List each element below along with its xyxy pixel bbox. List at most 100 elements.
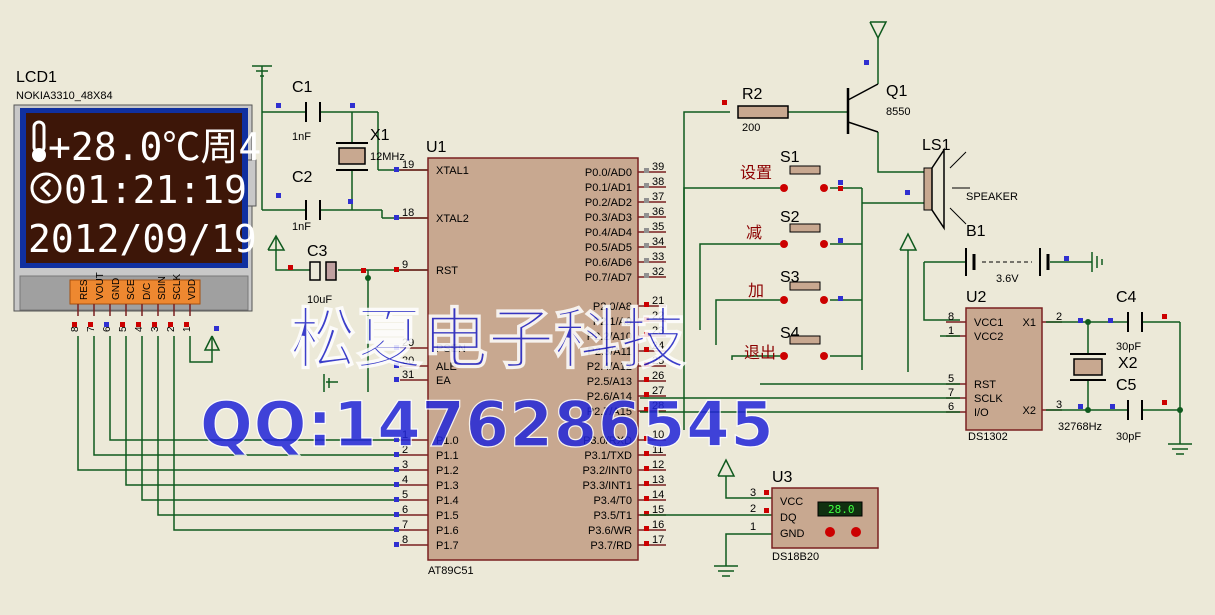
switch-s3[interactable]: 加 S3 [748, 269, 828, 304]
mcu-pin-number: 37 [652, 191, 664, 203]
capacitor-c5[interactable]: C5 30pF [1116, 377, 1143, 443]
sensor-body [771, 487, 879, 549]
switch-s4[interactable]: 退出 S4 [744, 325, 828, 362]
lcd-pin-label: VDD [187, 279, 198, 300]
lcd-module[interactable]: LCD1 NOKIA3310_48X84 +28.0℃周4 01:21:19 2… [13, 69, 261, 332]
mcu-pin-label: P0.5/AD5 [585, 242, 632, 254]
lcd-pin-number: 6 [102, 326, 113, 332]
temp-sensor-u3[interactable]: U3 VCC DQ GND 3 2 1 28.0 DS18B20 [750, 469, 879, 563]
mcu-pin-number: 26 [652, 370, 664, 382]
rtc-pin-label: VCC1 [974, 317, 1003, 329]
resistor-r2[interactable]: R2 200 [737, 86, 789, 134]
rtc-pin-number: 8 [948, 311, 954, 323]
mcu-pin-number: 16 [652, 519, 664, 531]
mcu-pin-label: P3.4/T0 [593, 495, 632, 507]
mcu-pin-label: XTAL2 [436, 213, 469, 225]
mcu-pin-label: P0.6/AD6 [585, 257, 632, 269]
pin-state-marker [644, 258, 649, 263]
pin-state-marker [394, 467, 399, 472]
q1-ref: Q1 [886, 83, 907, 100]
crystal-x1[interactable]: X1 12MHz [336, 127, 405, 171]
lcd-pin-label: RES [79, 279, 90, 300]
mcu-pin-label: P1.2 [436, 465, 459, 477]
crystal-x2[interactable]: X2 32768Hz [1058, 353, 1138, 433]
transistor-q1[interactable]: Q1 8550 [846, 83, 910, 134]
u3-pin-label: DQ [780, 512, 797, 524]
pin-state-marker [394, 345, 399, 350]
pin-state-marker [644, 362, 649, 367]
sensor-down-button[interactable] [825, 527, 835, 537]
pin-state-marker [644, 436, 649, 441]
pin-state-marker [394, 167, 399, 172]
mcu-pin-number: 1 [402, 429, 408, 441]
switch-s2[interactable]: 减 S2 [746, 209, 828, 248]
rtc-wires [640, 321, 1192, 455]
lcd-pin-header [69, 279, 201, 305]
capacitor-c1[interactable]: C1 1nF [292, 79, 321, 143]
mcu-body [427, 157, 639, 561]
mcu-pin-number: 33 [652, 251, 664, 263]
mcu-pin-number: 34 [652, 236, 664, 248]
rtc-pin-label: SCLK [974, 393, 1003, 405]
rtc-body [965, 307, 1043, 431]
pin-state-marker [394, 215, 399, 220]
mcu-pin-label: P1.6 [436, 525, 459, 537]
speaker-ls1[interactable]: LS1 SPEAKER [922, 137, 1018, 231]
c5-value: 30pF [1116, 431, 1141, 443]
pin-state-marker [644, 213, 649, 218]
thermometer-icon [32, 120, 46, 162]
mcu-pin-label: P0.1/AD1 [585, 182, 632, 194]
lcd-pin-label: VOUT [95, 272, 106, 300]
switch-s1[interactable]: 设置 S1 [740, 149, 828, 192]
mcu-pin-number: 35 [652, 221, 664, 233]
u3-pin-number: 2 [750, 503, 756, 515]
mcu-pin-number: 27 [652, 385, 664, 397]
capacitor-c3[interactable]: C3 10uF [307, 243, 337, 306]
c5-ref: C5 [1116, 377, 1137, 394]
sensor-readout [817, 501, 863, 517]
pin-state-marker [644, 183, 649, 188]
pin-state-marker [644, 407, 649, 412]
pin-state-marker [394, 527, 399, 532]
c3-ref: C3 [307, 243, 328, 260]
pin-state-marker [644, 347, 649, 352]
u3-pin-number: 3 [750, 487, 756, 499]
mcu-pin-label: P2.4/A12 [587, 361, 632, 373]
mcu-pin-number: 39 [652, 161, 664, 173]
pin-state-marker [394, 377, 399, 382]
lcd-pin-number: 3 [150, 326, 161, 332]
battery-b1[interactable]: B1 3.6V [965, 223, 1050, 285]
pin-state-marker [644, 317, 649, 322]
mcu-pin-number: 31 [402, 369, 414, 381]
capacitor-c4[interactable]: C4 30pF [1116, 289, 1143, 353]
mcu-pin-label: P1.1 [436, 450, 459, 462]
mcu-pin-label: P3.1/TXD [584, 450, 632, 462]
c2-value: 1nF [292, 221, 311, 233]
lcd-pin-number: 8 [70, 326, 81, 332]
mcu-pin-number: 5 [402, 489, 408, 501]
watermark-qq: QQ:1476286545 [200, 388, 775, 461]
s1-ref: S1 [780, 149, 800, 166]
rtc-pin-label: I/O [974, 407, 989, 419]
pin-state-marker [644, 392, 649, 397]
s2-ref: S2 [780, 209, 800, 226]
c1-value: 1nF [292, 131, 311, 143]
rtc-pin-label: X1 [1023, 317, 1036, 329]
mcu-pin-label: P1.0 [436, 435, 459, 447]
pin-state-marker [644, 481, 649, 486]
pin-state-marker [644, 511, 649, 516]
mcu-pin-label: P0.7/AD7 [585, 272, 632, 284]
lcd-pin-number: 4 [134, 326, 145, 332]
u2-ref: U2 [966, 289, 987, 306]
capacitor-c2[interactable]: C2 1nF [292, 169, 321, 233]
pin-state-marker [644, 273, 649, 278]
r2-value: 200 [742, 122, 760, 134]
mcu-pin-number: 2 [402, 444, 408, 456]
pin-state-marker [644, 302, 649, 307]
speaker-wires [683, 21, 928, 430]
mcu-u1[interactable]: U1 AT89C51 XTAL119XTAL218RST9PSEN29ALE30… [394, 139, 666, 577]
rtc-pin-label: VCC2 [974, 331, 1003, 343]
lcd-line-3: 2012/09/19 [28, 217, 257, 261]
sensor-up-button[interactable] [851, 527, 861, 537]
